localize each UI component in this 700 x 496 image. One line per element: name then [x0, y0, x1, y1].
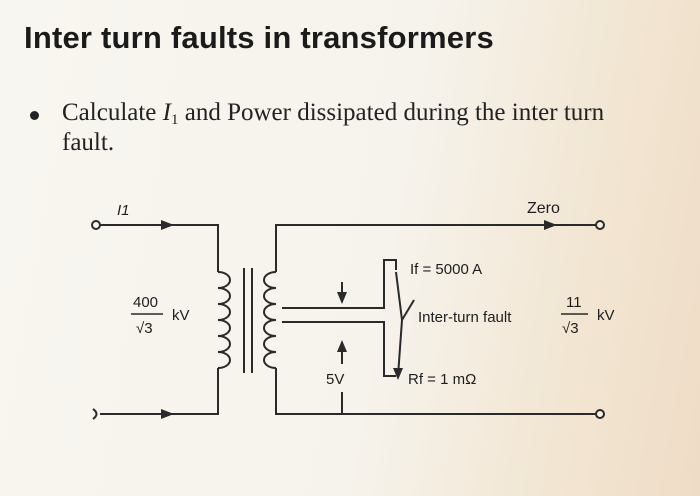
primary-winding	[217, 271, 231, 369]
primary-voltage-denominator: √3	[136, 320, 153, 337]
primary-top-wire	[100, 224, 219, 272]
secondary-voltage-unit: kV	[597, 307, 615, 324]
bullet-point	[30, 111, 39, 120]
primary-voltage-numerator: 400	[133, 294, 158, 311]
secondary-bottom-terminal	[595, 409, 605, 419]
primary-bottom-wire	[100, 368, 219, 415]
bullet-suffix: and Power dissipated during the inter tu…	[62, 99, 605, 156]
fault-leader	[401, 299, 415, 321]
bullet-text: Calculate I1 and Power dissipated during…	[62, 98, 662, 158]
current-variable: I	[162, 99, 171, 126]
secondary-voltage-numerator: 11	[566, 294, 582, 311]
slide-title: Inter turn faults in transformers	[24, 20, 494, 55]
bullet-prefix: Calculate	[62, 99, 163, 126]
primary-top-terminal	[91, 220, 101, 230]
input-bottom-arrowhead	[161, 409, 174, 419]
secondary-top-terminal	[595, 220, 605, 230]
inter-turn-fault-label: Inter-turn fault	[418, 309, 512, 326]
primary-bottom-terminal	[92, 408, 98, 420]
fault-tap-upper	[282, 259, 397, 309]
fault-tap-lower	[282, 321, 396, 377]
voltage-arrowhead-down	[337, 292, 347, 304]
fault-resistance-label: Rf = 1 mΩ	[408, 371, 476, 388]
fault-current-label: If = 5000 A	[410, 261, 482, 278]
primary-voltage-unit: kV	[172, 307, 190, 324]
secondary-winding	[263, 271, 277, 369]
fault-voltage-label: 5V	[326, 371, 344, 388]
secondary-bottom-wire	[275, 368, 596, 415]
fault-path	[395, 271, 404, 377]
fault-current-arrowhead	[393, 368, 403, 380]
secondary-voltage-denominator: √3	[562, 320, 579, 337]
voltage-arrowhead-up	[337, 340, 347, 352]
output-current-label: Zero	[527, 200, 560, 217]
secondary-top-wire	[275, 224, 596, 272]
input-current-label: I1	[117, 202, 130, 219]
current-subscript: 1	[170, 112, 179, 128]
